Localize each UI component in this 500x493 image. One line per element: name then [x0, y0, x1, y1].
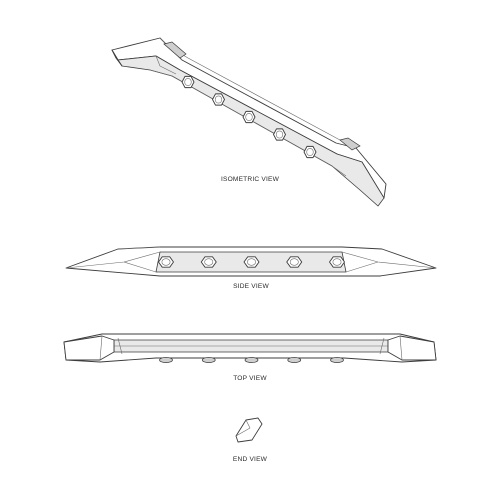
side-bolt-head-center	[247, 258, 256, 266]
iso-bolt-head	[303, 145, 317, 159]
top-bolt-head	[159, 357, 173, 363]
side-left-wing-2	[117, 246, 161, 250]
iso-body-line-3	[155, 55, 177, 75]
top-left-detail	[99, 335, 103, 361]
top-bolt-head	[287, 357, 302, 363]
iso-bolt-head-center	[275, 130, 284, 139]
top-bolt-head	[201, 357, 216, 363]
iso-front-face	[117, 55, 385, 207]
side-bolt-head	[200, 256, 217, 268]
side-bolt-head-center	[289, 258, 299, 266]
side-bolt-head	[286, 256, 303, 268]
isometric-view	[111, 37, 387, 207]
top-view	[63, 333, 437, 363]
side-view	[65, 246, 437, 277]
side-bolt-head-center	[332, 258, 342, 266]
side-right-wing-3	[345, 261, 379, 273]
iso-bolt-group	[181, 75, 317, 159]
side-bolt-head	[243, 256, 260, 268]
top-right-detail	[399, 335, 403, 361]
iso-bolt-head	[273, 128, 286, 141]
top-left-detail-2	[117, 337, 123, 355]
iso-bolt-head-center	[214, 95, 223, 104]
side-left-wing-3	[123, 261, 157, 273]
iso-bolt-head	[242, 110, 256, 124]
side-bolt-head	[329, 256, 345, 268]
iso-bolt-head	[181, 75, 195, 89]
top-view-label: TOP VIEW	[233, 375, 267, 382]
end-profile-line	[235, 419, 251, 437]
iso-top-strip-left	[163, 41, 187, 59]
side-bolt-head	[158, 256, 174, 268]
iso-bolt-head-center	[245, 113, 253, 121]
top-right-detail-2	[379, 337, 385, 355]
iso-left-end	[111, 49, 123, 67]
top-bolt-group	[159, 357, 344, 363]
end-view-label: END VIEW	[233, 456, 268, 463]
isometric-view-label: ISOMETRIC VIEW	[221, 176, 280, 183]
iso-bolt-head-center	[184, 78, 192, 86]
iso-bevel-line	[159, 37, 361, 147]
side-view-label: SIDE VIEW	[233, 283, 269, 290]
side-bolt-head-center	[204, 258, 214, 266]
iso-bolt-head-center	[306, 148, 314, 156]
iso-bolt-head	[212, 93, 225, 106]
side-bolt-head-center	[161, 258, 171, 266]
side-bolt-group	[158, 256, 345, 268]
top-right-block	[387, 335, 437, 361]
top-bolt-head	[244, 357, 259, 363]
top-left-block	[63, 335, 115, 361]
end-profile	[235, 417, 263, 443]
top-bolt-head	[330, 357, 344, 363]
iso-top-strip-right	[339, 137, 361, 151]
end-view	[235, 417, 263, 443]
